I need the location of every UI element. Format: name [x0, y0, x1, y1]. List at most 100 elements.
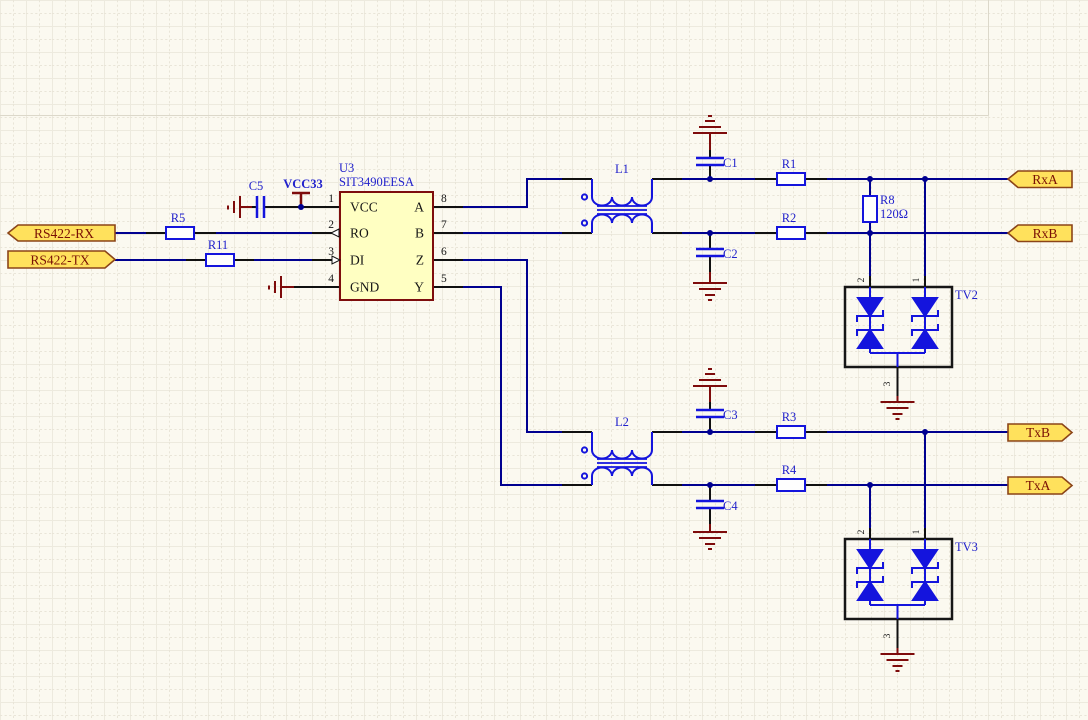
port-rxb-label: RxB — [1033, 226, 1058, 241]
port-rs422-rx-label: RS422-RX — [34, 226, 94, 241]
pin-name-b: B — [415, 226, 424, 241]
pin-name-a: A — [414, 200, 424, 215]
resistor-r5[interactable]: R5 — [165, 211, 195, 240]
chip-right-pin-stubs — [433, 206, 463, 288]
inductor-l2[interactable]: L2 — [580, 415, 653, 485]
pin-number-7: 7 — [441, 219, 447, 231]
capacitor-c2[interactable]: C2 — [696, 247, 738, 261]
chip-left-pin-stubs — [294, 206, 340, 288]
gnd-symbol-tv2[interactable] — [880, 396, 915, 420]
resistor-r11-label: R11 — [208, 238, 228, 252]
capacitor-c5[interactable]: C5 — [249, 179, 266, 218]
capacitor-c4-label: C4 — [723, 499, 738, 513]
port-rs422-rx[interactable]: RS422-RX — [6, 224, 116, 242]
pin-number-3: 3 — [328, 246, 334, 258]
capacitor-c1-label: C1 — [723, 156, 738, 170]
resistor-r1[interactable]: R1 — [776, 157, 806, 186]
resistor-r8[interactable]: R8 120Ω — [862, 193, 908, 223]
l1-polarity-dot-icon — [580, 193, 589, 201]
gnd-symbol-tv3[interactable] — [880, 648, 915, 672]
l2-pin-stubs — [562, 431, 682, 486]
tv2-pin-stubs — [869, 276, 926, 396]
gnd-symbol-c4[interactable] — [693, 524, 727, 550]
capacitor-c2-label: C2 — [723, 247, 738, 261]
ic-refdes: U3 — [339, 161, 354, 175]
wire-a-to-l1[interactable] — [463, 178, 562, 208]
resistor-r4[interactable]: R4 — [776, 463, 806, 492]
capacitor-c4[interactable]: C4 — [696, 499, 738, 513]
tv3-pin2-number: 2 — [857, 529, 867, 534]
resistor-r3[interactable]: R3 — [776, 410, 806, 439]
gnd-symbol-pin4[interactable] — [268, 276, 294, 298]
port-rs422-tx-label: RS422-TX — [30, 253, 90, 268]
ic-partnumber: SIT3490EESA — [339, 175, 414, 189]
port-txb-label: TxB — [1026, 425, 1050, 440]
l2-polarity-dot-icon — [580, 446, 589, 454]
port-rxb[interactable]: RxB — [1006, 224, 1073, 243]
pin-name-z: Z — [416, 253, 424, 268]
wire-y-to-l2[interactable] — [463, 286, 562, 486]
junction-dots — [298, 176, 928, 488]
inductor-l1[interactable]: L1 — [580, 162, 653, 233]
resistor-r4-label: R4 — [782, 463, 797, 477]
tvs-tv3[interactable]: TV3 2 1 3 — [843, 529, 978, 638]
pin-stubs — [146, 150, 926, 648]
tv3-pin1-number: 1 — [912, 529, 922, 534]
pin-name-di: DI — [350, 253, 365, 268]
capacitor-c3-label: C3 — [723, 408, 738, 422]
gnd-symbol-c1[interactable] — [693, 115, 727, 150]
tv3-pin-stubs — [869, 528, 926, 648]
pin-number-6: 6 — [441, 246, 447, 258]
port-rs422-tx[interactable]: RS422-TX — [7, 250, 117, 269]
pin-ro-arrow-icon — [329, 228, 340, 238]
capacitor-c3[interactable]: C3 — [696, 408, 738, 422]
tv2-pin3-number: 3 — [883, 381, 893, 386]
resistors: R5 R11 R1 R2 R3 R4 R8 120Ω — [165, 157, 908, 492]
resistor-r1-label: R1 — [782, 157, 797, 171]
ic-body[interactable] — [339, 191, 434, 301]
l2-polarity-dot-icon — [580, 472, 589, 480]
port-rxa[interactable]: RxA — [1006, 170, 1073, 189]
tv3-pin3-number: 3 — [883, 633, 893, 638]
resistor-r2[interactable]: R2 — [776, 211, 806, 240]
power-symbols — [227, 115, 915, 672]
pin-number-5: 5 — [441, 273, 447, 285]
wires[interactable] — [115, 178, 1008, 528]
resistor-r5-label: R5 — [171, 211, 186, 225]
l1-polarity-dot-icon — [580, 219, 589, 227]
pin-number-4: 4 — [328, 273, 334, 285]
wire-z-to-l2[interactable] — [463, 259, 562, 433]
gnd-symbol-c5[interactable] — [227, 196, 252, 218]
resistor-r8-value: 120Ω — [880, 207, 908, 221]
pin-di-arrow-icon — [331, 255, 342, 265]
capacitors: C5 C1 C2 C3 C4 — [249, 156, 739, 513]
pin-name-ro: RO — [350, 226, 369, 241]
port-txa-label: TxA — [1026, 478, 1051, 493]
ic-u3[interactable]: U3 SIT3490EESA VCC RO DI GND A B Z Y 1 2… — [328, 161, 447, 301]
resistor-r11[interactable]: R11 — [205, 238, 235, 267]
resistor-r8-label: R8 — [880, 193, 895, 207]
ports: RS422-RX RS422-TX RxA RxB TxB TxA — [6, 170, 1074, 495]
pin-number-8: 8 — [441, 193, 447, 205]
capacitor-c1[interactable]: C1 — [696, 156, 738, 170]
tvs-tv3-label: TV3 — [955, 540, 978, 554]
pin-number-1: 1 — [328, 193, 334, 205]
port-rxa-label: RxA — [1032, 172, 1058, 187]
resistor-r2-label: R2 — [782, 211, 797, 225]
pin-name-y: Y — [414, 280, 424, 295]
sheet-edge-line — [0, 0, 989, 116]
inductor-l1-label: L1 — [615, 162, 629, 176]
tvs-tv2[interactable]: TV2 2 1 3 — [843, 277, 978, 386]
inductor-l2-label: L2 — [615, 415, 629, 429]
tv2-pin2-number: 2 — [857, 277, 867, 282]
resistor-r3-label: R3 — [782, 410, 797, 424]
port-txb[interactable]: TxB — [1007, 423, 1074, 442]
gnd-symbol-c2[interactable] — [693, 272, 727, 301]
gnd-symbol-c3[interactable] — [693, 368, 727, 402]
tvs-tv2-label: TV2 — [955, 288, 978, 302]
port-txa[interactable]: TxA — [1007, 476, 1074, 495]
pin-name-gnd: GND — [350, 280, 379, 295]
l1-pin-stubs — [562, 178, 682, 234]
